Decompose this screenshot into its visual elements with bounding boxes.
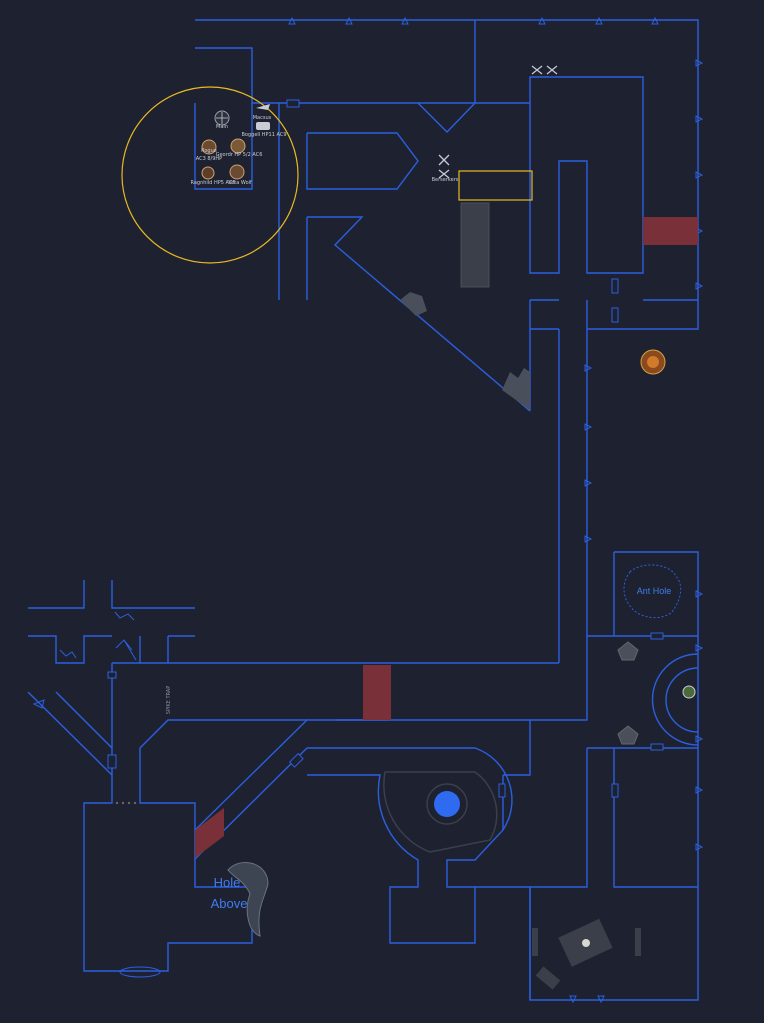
hazard-zones xyxy=(195,217,698,858)
spike-trap-label: SPIKE TRAP xyxy=(166,686,172,714)
wedge-icon xyxy=(32,699,45,709)
hazard-zone-corridor xyxy=(363,665,391,720)
svg-text:Rogue: Rogue xyxy=(201,148,217,154)
crate-prop xyxy=(535,966,561,990)
hole-shadow xyxy=(227,862,269,937)
token-hero-a[interactable]: Rogue AC3 8/9HP xyxy=(196,139,222,162)
svg-text:Boggell HP11 AC9: Boggell HP11 AC9 xyxy=(241,132,286,138)
token-main[interactable]: Main xyxy=(214,110,230,130)
token-hero-d[interactable]: Veta Wolf xyxy=(228,164,252,186)
selection-radius-circle[interactable] xyxy=(121,86,299,264)
walls xyxy=(27,19,699,1001)
crossed-swords-icon xyxy=(438,154,450,166)
portrait-icon xyxy=(230,138,246,154)
scribble-icon xyxy=(114,611,135,621)
skull-icon xyxy=(582,939,590,947)
svg-text:Macsus: Macsus xyxy=(253,115,272,121)
bench-prop xyxy=(635,928,641,956)
hex-pillar-icon xyxy=(617,641,639,661)
portrait-icon xyxy=(201,166,215,180)
pit-outline xyxy=(119,966,161,978)
token-berserkers[interactable]: Berserkers xyxy=(432,154,459,183)
token-creature-east[interactable] xyxy=(640,349,666,375)
ant-hole-outline xyxy=(623,564,682,619)
selected-area-box[interactable] xyxy=(458,170,533,201)
fountain xyxy=(383,771,498,853)
portrait-icon xyxy=(229,164,245,180)
svg-text:Berserkers: Berserkers xyxy=(432,177,459,183)
token-hero-c[interactable]: Ragnhild HP5 AC5 xyxy=(190,166,236,186)
svg-text:Veta Wolf: Veta Wolf xyxy=(228,180,252,186)
hex-pillar-icon xyxy=(617,725,639,745)
crossed-swords-icon xyxy=(531,65,543,75)
portrait-icon xyxy=(201,139,217,155)
scribble-icon xyxy=(59,649,77,659)
token-boggel[interactable]: Boggell HP11 AC9 xyxy=(241,122,287,138)
left-doodles xyxy=(32,611,137,805)
hole-above-label-2: Above xyxy=(211,896,248,911)
svg-text:Main: Main xyxy=(216,124,228,130)
creature-icon xyxy=(682,685,696,699)
svg-text:Geordr HP 5/2 AC6: Geordr HP 5/2 AC6 xyxy=(216,152,263,158)
cart-icon xyxy=(256,104,270,110)
arrow-mark-icon xyxy=(115,639,137,661)
svg-text:AC3 8/9HP: AC3 8/9HP xyxy=(196,156,222,162)
svg-text:Ragnhild HP5 AC5: Ragnhild HP5 AC5 xyxy=(190,180,235,186)
wall-markers xyxy=(288,16,704,1004)
rubble-prop xyxy=(502,368,530,410)
tokens: Main Macsus Boggell HP11 AC9 Rogue AC3 8… xyxy=(190,65,696,947)
table-prop xyxy=(460,202,490,288)
token-macsus[interactable]: Macsus xyxy=(253,104,272,121)
crossed-swords-icon xyxy=(546,65,558,75)
hazard-zone-east xyxy=(643,217,698,245)
hazard-zone-west xyxy=(195,808,224,858)
token-creature-alcove[interactable] xyxy=(682,685,696,699)
token-skull[interactable] xyxy=(582,939,590,947)
rock-prop xyxy=(400,292,427,316)
hole-above-label-1: Hole xyxy=(214,875,241,890)
token-swords-top[interactable] xyxy=(531,65,558,75)
ant-hole-label: Ant Hole xyxy=(637,586,672,596)
doors xyxy=(107,99,664,798)
wagon-icon xyxy=(256,122,270,130)
bench-prop xyxy=(532,928,538,956)
token-hero-b[interactable]: Geordr HP 5/2 AC6 xyxy=(216,138,263,158)
player-marker-blue[interactable] xyxy=(434,791,460,817)
